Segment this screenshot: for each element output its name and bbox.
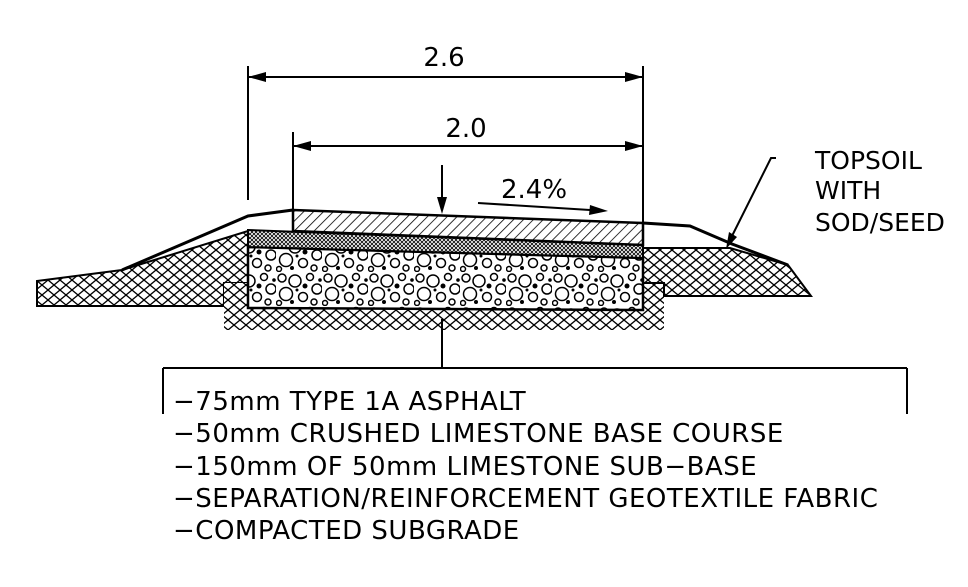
cross-slope-label: 2.4% xyxy=(501,175,567,205)
layer-notes-bracket xyxy=(162,319,908,414)
topsoil-callout-line2: WITH xyxy=(815,176,881,205)
layer-note-asphalt: −75mm TYPE 1A ASPHALT xyxy=(173,387,526,417)
topsoil-shoulder-right xyxy=(642,221,789,267)
layer-note-subgrade: −COMPACTED SUBGRADE xyxy=(173,516,520,546)
dimension-overall-width xyxy=(247,66,644,222)
dimension-paved-width xyxy=(292,132,643,210)
topsoil-callout-line3: SOD/SEED xyxy=(815,208,945,237)
cross-slope-arrow xyxy=(477,202,608,215)
existing-ground-left xyxy=(36,229,249,307)
topsoil-callout-line1: TOPSOIL xyxy=(814,146,922,175)
asphalt-surface-layer xyxy=(291,208,645,247)
topsoil-callout-leader xyxy=(726,157,776,249)
layer-note-base-course: −50mm CRUSHED LIMESTONE BASE COURSE xyxy=(173,419,784,449)
layer-note-geotextile: −SEPARATION/REINFORCEMENT GEOTEXTILE FAB… xyxy=(173,484,878,514)
paved-width-label: 2.0 xyxy=(445,114,486,144)
section-leader-arrow xyxy=(437,165,447,214)
overall-width-label: 2.6 xyxy=(423,43,464,73)
subgrade-below-pavement xyxy=(224,283,664,330)
layer-note-sub-base: −150mm OF 50mm LIMESTONE SUB−BASE xyxy=(173,452,757,482)
existing-ground-right xyxy=(642,247,813,297)
topsoil-shoulder-left xyxy=(121,208,294,272)
